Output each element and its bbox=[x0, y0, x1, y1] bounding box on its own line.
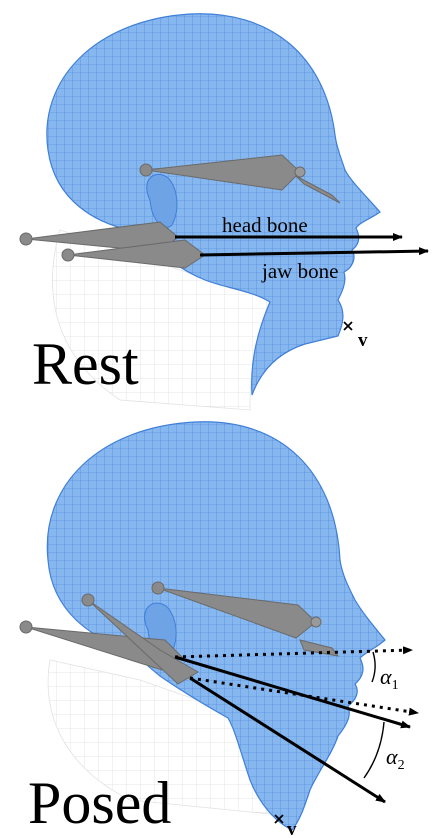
posed-jaw-bone-joint bbox=[82, 594, 94, 606]
alpha2-subscript: 2 bbox=[398, 758, 405, 773]
jaw-bone-label: jaw bone bbox=[261, 259, 338, 283]
rest-eye-bone-joint bbox=[140, 164, 152, 176]
posed-eye-bone-joint bbox=[152, 582, 164, 594]
rest-eye-bone-tip bbox=[295, 167, 305, 177]
alpha1-symbol: α bbox=[380, 664, 392, 689]
rest-jaw-bone-joint bbox=[62, 249, 74, 261]
alpha2-label: α2 bbox=[386, 744, 405, 773]
rest-title: Rest bbox=[32, 331, 139, 397]
alpha2-symbol: α bbox=[386, 744, 398, 769]
alpha1-subscript: 1 bbox=[392, 678, 399, 693]
alpha2-arc bbox=[364, 722, 384, 778]
posed-panel: α1 α2 v Posed bbox=[20, 422, 418, 838]
posed-vertex-label: v bbox=[287, 819, 297, 838]
alpha1-label: α1 bbox=[380, 664, 399, 693]
rest-vertex-marker bbox=[344, 322, 352, 330]
rest-vertex-label: v bbox=[358, 330, 368, 351]
posed-head-bone-joint bbox=[20, 621, 32, 633]
head-bone-label: head bone bbox=[222, 213, 308, 237]
rest-panel: head bone jaw bone v Rest bbox=[20, 14, 428, 410]
posed-eye-bone-tip bbox=[311, 617, 321, 627]
posed-title: Posed bbox=[28, 770, 171, 836]
alpha1-arc bbox=[372, 652, 375, 682]
rest-head-bone-joint bbox=[20, 233, 32, 245]
